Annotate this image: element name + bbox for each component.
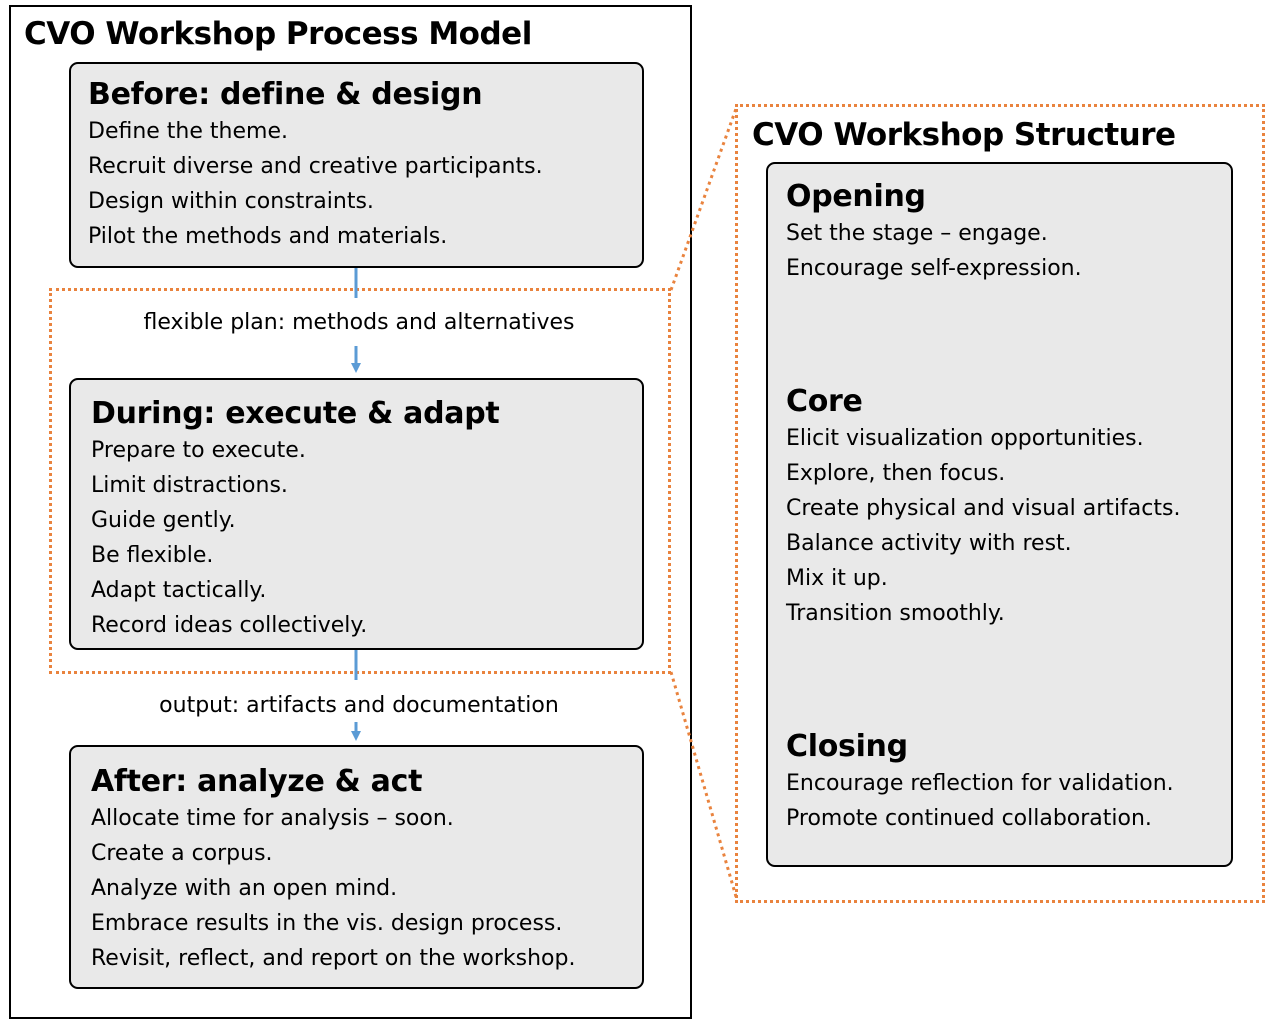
list-item: Embrace results in the vis. design proce… xyxy=(91,911,563,936)
list-item: Allocate time for analysis – soon. xyxy=(91,806,454,831)
output-label: output: artifacts and documentation xyxy=(159,693,559,718)
list-item: Analyze with an open mind. xyxy=(91,876,398,901)
list-item: Define the theme. xyxy=(88,119,288,144)
opening-title: Opening xyxy=(786,179,926,214)
list-item: Adapt tactically. xyxy=(91,578,267,603)
list-item: Mix it up. xyxy=(786,566,888,591)
list-item: Transition smoothly. xyxy=(786,601,1005,626)
structure-box: Opening Set the stage – engage. Encourag… xyxy=(766,162,1233,867)
list-item: Create a corpus. xyxy=(91,841,273,866)
structure-title: CVO Workshop Structure xyxy=(752,117,1176,153)
during-phase-title: During: execute & adapt xyxy=(91,396,500,431)
flexible-plan-label: flexible plan: methods and alternatives xyxy=(143,310,575,335)
list-item: Promote continued collaboration. xyxy=(786,806,1152,831)
list-item: Record ideas collectively. xyxy=(91,613,368,638)
list-item: Elicit visualization opportunities. xyxy=(786,426,1144,451)
list-item: Create physical and visual artifacts. xyxy=(786,496,1181,521)
core-title: Core xyxy=(786,384,863,419)
after-item-list: Allocate time for analysis – soon. Creat… xyxy=(91,801,575,976)
closing-title: Closing xyxy=(786,729,908,764)
before-phase-title: Before: define & design xyxy=(88,77,483,112)
process-model-title: CVO Workshop Process Model xyxy=(24,16,532,52)
during-phase-box: During: execute & adapt Prepare to execu… xyxy=(69,378,644,650)
list-item: Guide gently. xyxy=(91,508,236,533)
list-item: Be flexible. xyxy=(91,543,214,568)
list-item: Encourage reflection for validation. xyxy=(786,771,1174,796)
list-item: Explore, then focus. xyxy=(786,461,1006,486)
opening-item-list: Set the stage – engage. Encourage self-e… xyxy=(786,216,1082,286)
core-section: Core Elicit visualization opportunities.… xyxy=(786,383,1180,631)
list-item: Recruit diverse and creative participant… xyxy=(88,154,543,179)
list-item: Balance activity with rest. xyxy=(786,531,1072,556)
core-item-list: Elicit visualization opportunities. Expl… xyxy=(786,421,1180,631)
list-item: Limit distractions. xyxy=(91,473,288,498)
list-item: Revisit, reflect, and report on the work… xyxy=(91,946,576,971)
before-item-list: Define the theme. Recruit diverse and cr… xyxy=(88,114,543,254)
list-item: Encourage self-expression. xyxy=(786,256,1082,281)
closing-item-list: Encourage reflection for validation. Pro… xyxy=(786,766,1174,836)
after-phase-box: After: analyze & act Allocate time for a… xyxy=(69,745,644,989)
list-item: Prepare to execute. xyxy=(91,438,306,463)
list-item: Design within constraints. xyxy=(88,189,374,214)
during-item-list: Prepare to execute. Limit distractions. … xyxy=(91,433,499,643)
structure-highlight-outline xyxy=(735,104,1265,903)
list-item: Pilot the methods and materials. xyxy=(88,224,448,249)
closing-section: Closing Encourage reflection for validat… xyxy=(786,728,1174,836)
list-item: Set the stage – engage. xyxy=(786,221,1048,246)
during-highlight-outline xyxy=(49,288,671,674)
after-phase-title: After: analyze & act xyxy=(91,764,423,799)
before-phase-box: Before: define & design Define the theme… xyxy=(69,62,644,268)
opening-section: Opening Set the stage – engage. Encourag… xyxy=(786,178,1082,286)
process-model-frame xyxy=(9,5,692,1019)
